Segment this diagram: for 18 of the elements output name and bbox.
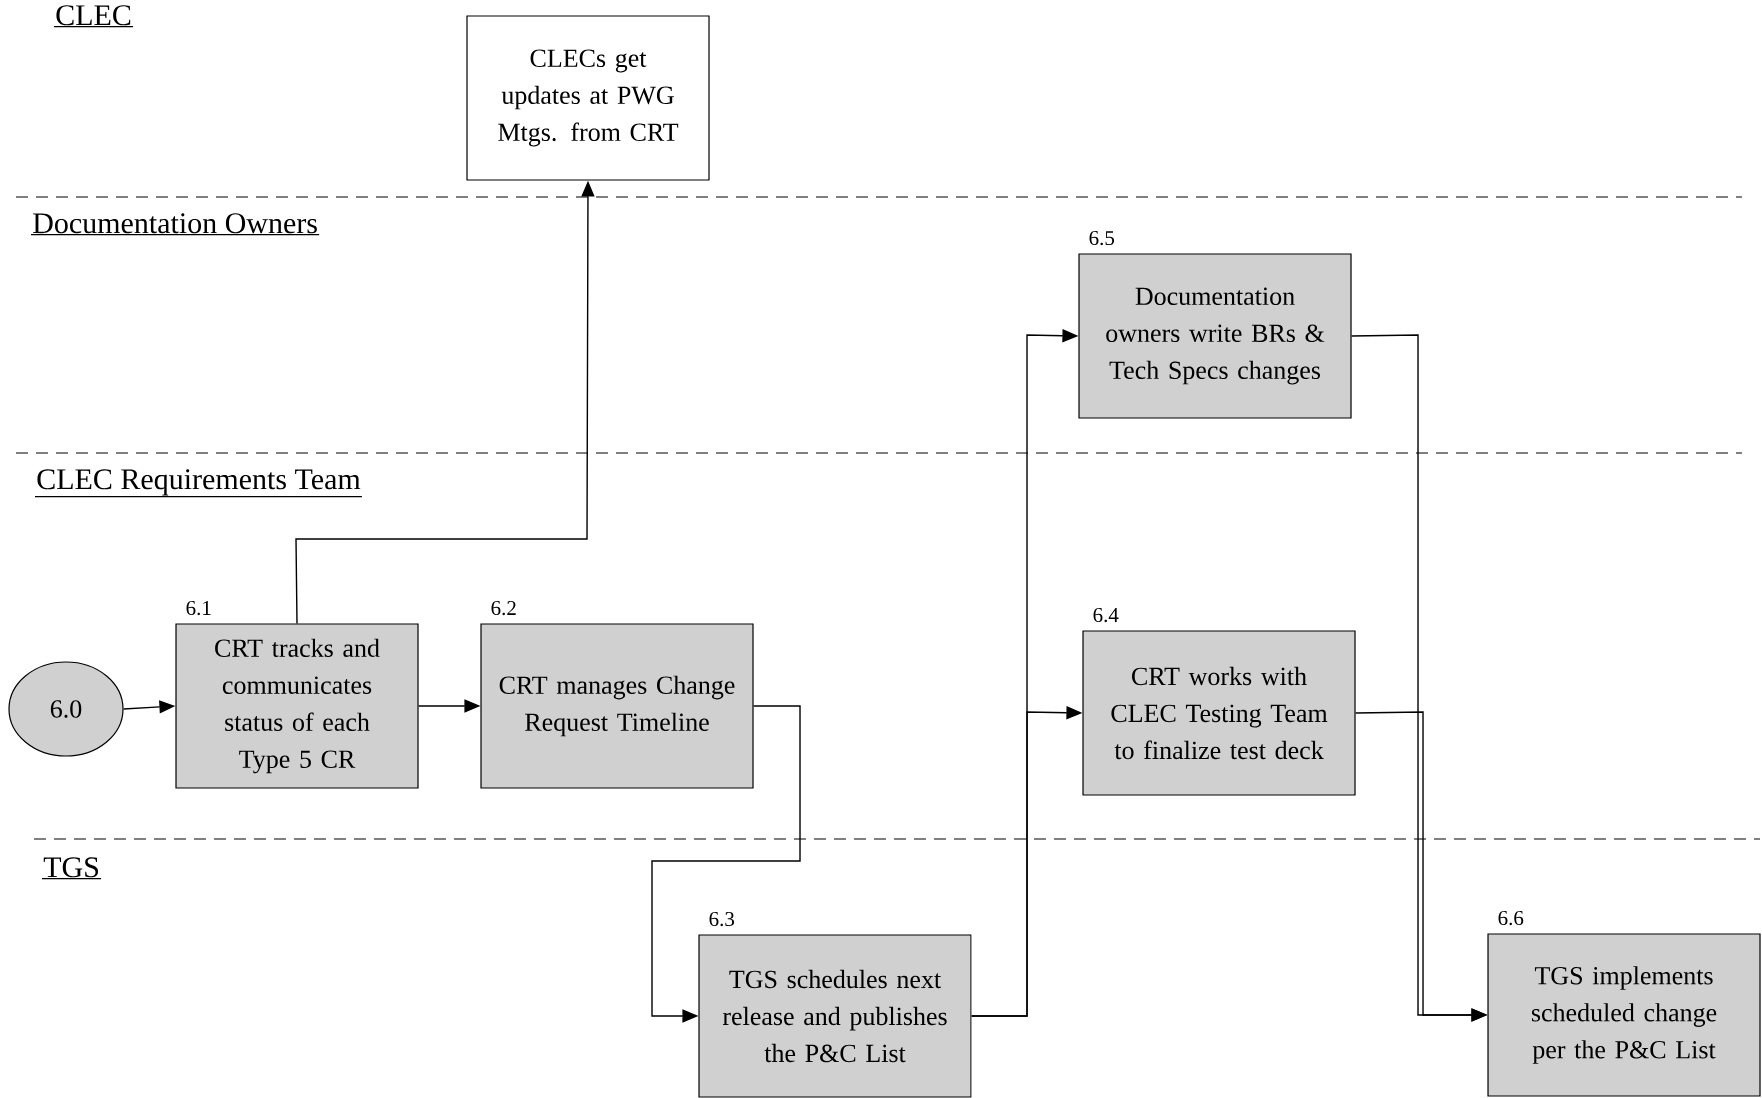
step-number: 6.4 — [1093, 608, 1119, 623]
step-number: 6.2 — [491, 601, 516, 616]
lane-label: TGS — [41, 857, 102, 880]
process-box: CLECs get updates at PWG Mtgs. from CRT — [466, 15, 710, 181]
lane-label: CLEC — [53, 5, 134, 28]
lane-label: CLEC Requirements Team — [34, 469, 363, 498]
lane-label: Documentation Owners — [30, 213, 320, 236]
step-number: 6.1 — [186, 601, 211, 616]
process-box: CRT tracks and communicates status of each Type 5 CR — [175, 623, 419, 789]
process-box: TGS schedules next release and publishes the P&C List — [698, 934, 972, 1098]
step-number: 6.6 — [1498, 911, 1524, 926]
process-box: Documentation owners write BRs & Tech Specs changes — [1078, 253, 1352, 419]
process-box: CRT manages Change Request Timeline — [480, 623, 754, 789]
step-number: 6.5 — [1089, 231, 1115, 246]
process-box: CRT works with CLEC Testing Team to finalize test deck — [1082, 630, 1356, 796]
process-box: TGS implements scheduled change per the P&C List — [1487, 933, 1761, 1097]
step-number: 6.3 — [709, 912, 735, 927]
arrow — [651, 705, 801, 1023]
